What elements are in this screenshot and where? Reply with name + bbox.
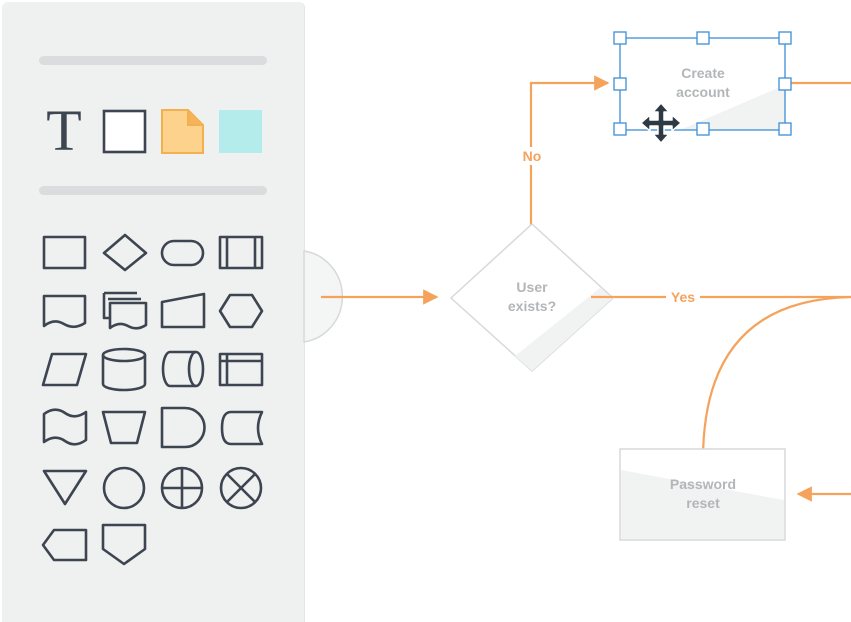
stored-data-shape-icon[interactable] [220, 410, 264, 446]
palette-divider-middle [39, 186, 267, 195]
decision-shape-icon[interactable] [102, 233, 148, 272]
resize-handle-top[interactable] [696, 31, 710, 45]
connector-shape-icon[interactable] [102, 466, 146, 510]
punched-tape-shape-icon[interactable] [42, 408, 88, 446]
delay-shape-icon[interactable] [160, 406, 206, 449]
merge-shape-icon[interactable] [42, 469, 88, 506]
selection-box[interactable] [613, 31, 792, 136]
multi-document-shape-icon[interactable] [102, 291, 148, 330]
create-label-line2: account [676, 84, 730, 100]
resize-handle-bottom-left[interactable] [613, 122, 627, 136]
database-shape-icon[interactable] [101, 347, 147, 392]
resize-handle-left[interactable] [613, 77, 627, 91]
manual-operation-shape-icon[interactable] [101, 410, 147, 445]
display-shape-icon[interactable] [41, 528, 88, 562]
reset-label-line1: Password [670, 476, 736, 492]
reset-label-line2: reset [686, 495, 720, 511]
predefined-process-shape-icon[interactable] [218, 235, 264, 270]
summing-junction-shape-icon[interactable] [219, 466, 263, 510]
data-shape-icon[interactable] [41, 352, 88, 387]
off-page-connector-shape-icon[interactable] [101, 523, 147, 566]
palette-divider-top [39, 56, 267, 65]
resize-handle-right[interactable] [778, 77, 792, 91]
password-reset-node[interactable]: Password reset [619, 448, 786, 541]
resize-handle-top-right[interactable] [778, 31, 792, 45]
connector-label-no: No [523, 148, 542, 164]
text-tool-icon[interactable]: T [46, 98, 81, 163]
connector-no[interactable] [529, 75, 610, 247]
manual-input-shape-icon[interactable] [160, 292, 206, 329]
create-label-line1: Create [681, 65, 725, 81]
filled-block-icon[interactable] [219, 110, 262, 153]
process-shape-icon[interactable] [42, 235, 87, 270]
document-shape-icon[interactable] [42, 294, 87, 329]
internal-storage-shape-icon[interactable] [218, 352, 264, 387]
direct-access-storage-shape-icon[interactable] [161, 350, 205, 388]
decision-label-line2: exists? [508, 298, 556, 314]
sticky-note-icon[interactable] [161, 109, 204, 154]
connector-yes-curve[interactable] [701, 295, 851, 461]
move-cursor-icon [640, 102, 682, 144]
resize-handle-bottom[interactable] [696, 122, 710, 136]
or-shape-icon[interactable] [160, 466, 204, 510]
terminator-shape-icon[interactable] [160, 239, 205, 267]
decision-label-line1: User [516, 279, 548, 295]
decision-node[interactable]: User exists? [449, 222, 615, 373]
shape-palette-panel [2, 2, 305, 622]
resize-handle-top-left[interactable] [613, 31, 627, 45]
text-tool-glyph: T [46, 98, 81, 163]
rectangle-tool-icon[interactable] [102, 109, 147, 154]
preparation-shape-icon[interactable] [218, 293, 264, 329]
create-account-node[interactable]: Create account [620, 38, 785, 130]
resize-handle-bottom-right[interactable] [778, 122, 792, 136]
connector-label-yes: Yes [671, 289, 695, 305]
